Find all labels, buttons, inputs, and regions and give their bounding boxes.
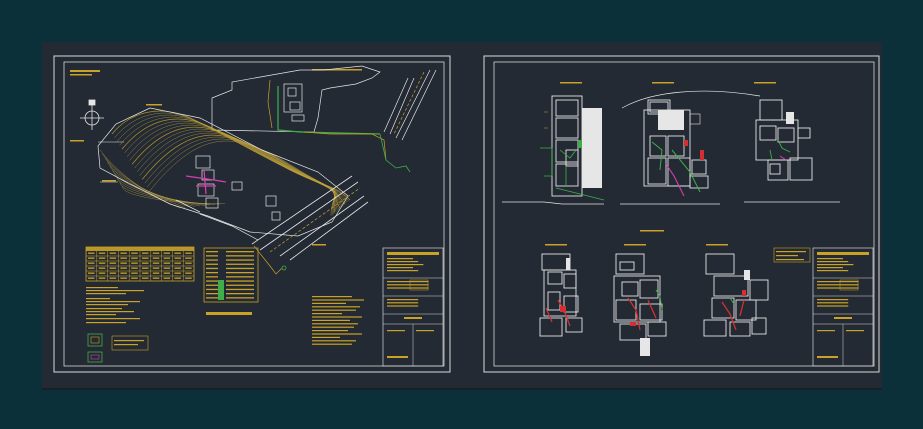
sheet-floor-plans[interactable] <box>483 55 880 373</box>
sheet-inner-border <box>63 61 445 367</box>
sheet-site-plan[interactable] <box>53 55 451 373</box>
model-space <box>42 42 882 388</box>
sheet-outer-border <box>483 55 880 373</box>
ground-line <box>502 201 840 205</box>
topographic-contours <box>97 107 351 237</box>
legend-box <box>773 247 811 263</box>
sheet-inner-border <box>493 61 875 367</box>
data-table-1 <box>85 246 195 282</box>
legend-symbols <box>87 333 149 363</box>
site-labels <box>70 140 326 246</box>
site-buildings <box>195 155 281 221</box>
notes-right <box>312 296 364 345</box>
yellow-drain <box>253 245 283 275</box>
small-house <box>283 83 305 122</box>
data-table-2 <box>203 247 259 315</box>
green-path-small <box>277 86 381 135</box>
main-road-dashed <box>269 187 361 253</box>
road-dashed-small <box>393 71 425 135</box>
floor-plans <box>539 95 813 356</box>
main-road <box>251 175 369 261</box>
plan-titles <box>545 82 776 246</box>
lot-boundary-small <box>211 65 381 133</box>
sheet-outer-border <box>53 55 451 373</box>
road-lines-small <box>383 69 437 141</box>
terrain-curve <box>621 90 761 109</box>
road-to-site <box>175 199 259 241</box>
notes-left <box>86 287 144 324</box>
sheet-header-text <box>70 69 362 106</box>
site-point <box>281 265 287 271</box>
north-arrow-icon <box>80 99 104 130</box>
green-branch-small <box>379 133 411 173</box>
leader-lines <box>98 141 124 183</box>
yellow-road-small <box>267 79 387 161</box>
magenta-network <box>185 169 227 195</box>
title-block-site-plan <box>382 247 444 367</box>
status-bar <box>42 388 882 390</box>
title-block-floor-plans <box>812 247 874 367</box>
